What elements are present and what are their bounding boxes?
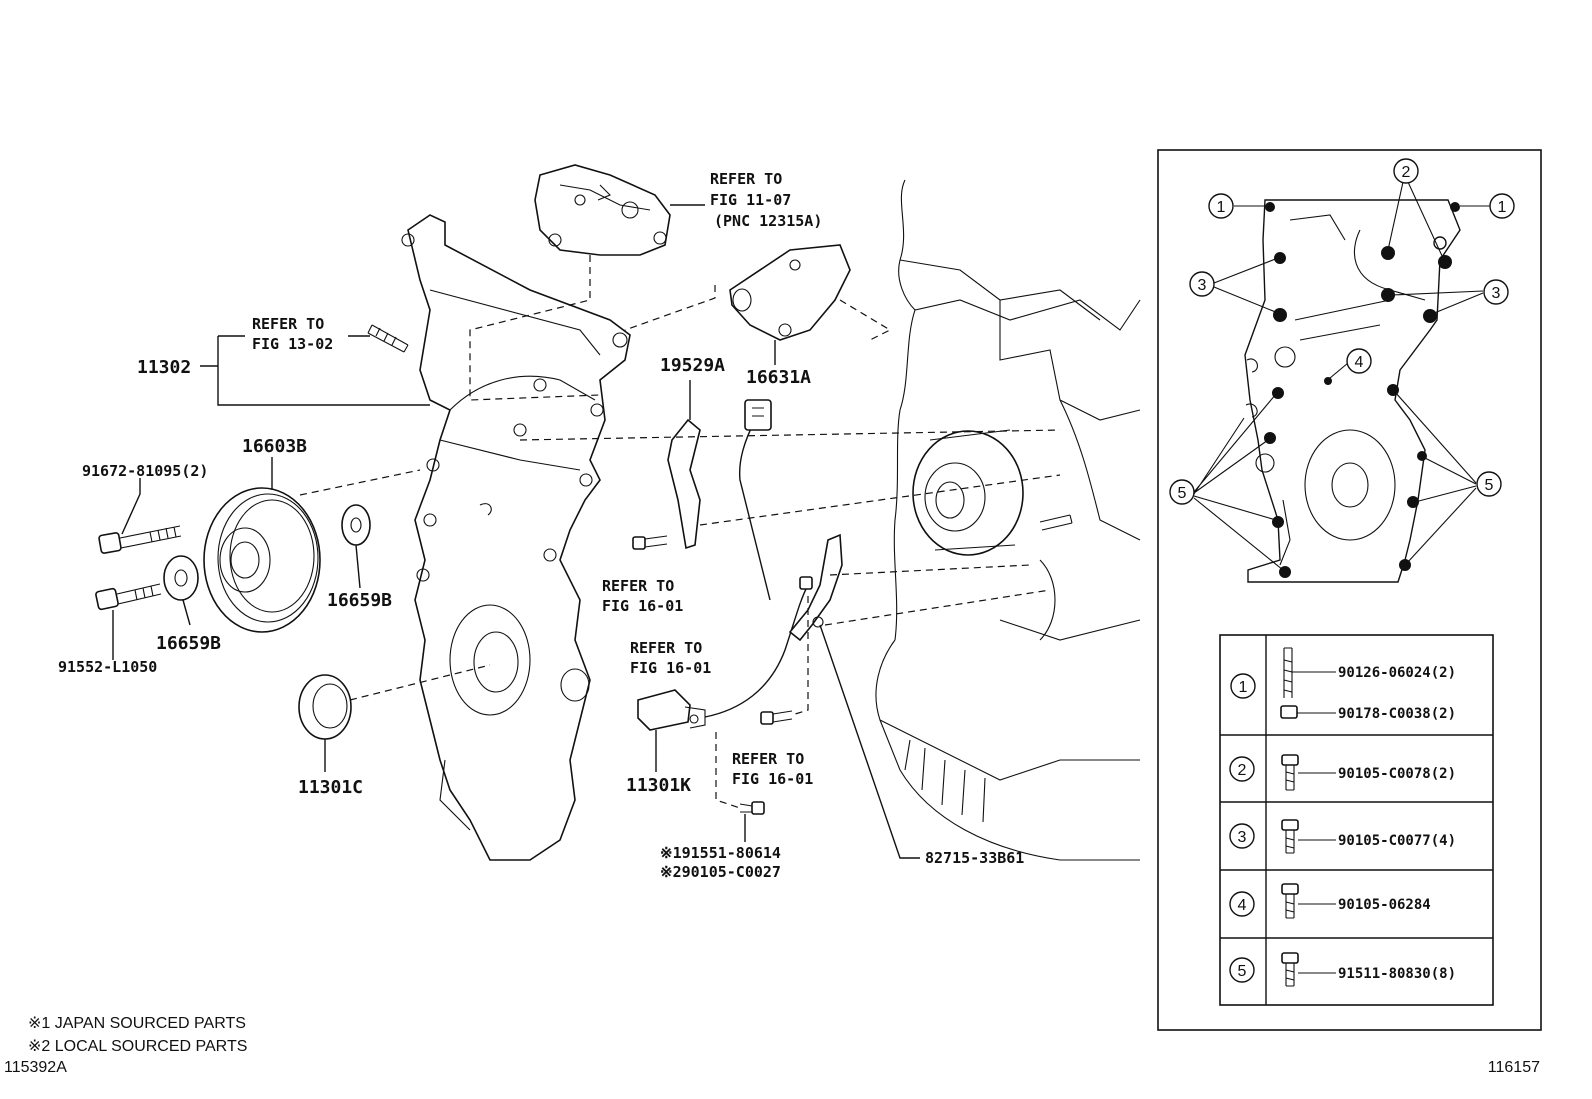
label-91551-80614: ※191551-80614 xyxy=(660,844,781,862)
row-number: 2 xyxy=(1238,762,1247,779)
small-bolt-4-drawing xyxy=(799,576,813,590)
refer-pnc: (PNC 12315A) xyxy=(714,212,822,230)
refer-fig-11-07: REFER TO FIG 11-07 (PNC 12315A) xyxy=(710,170,822,230)
row-part: 90105-C0078(2) xyxy=(1338,766,1456,782)
sensor-plate-hole xyxy=(812,616,824,628)
figure-code-right: 116157 xyxy=(1488,1059,1540,1076)
row-part: 90105-06284 xyxy=(1338,897,1431,913)
inset-marker-3-right: 3 xyxy=(1483,279,1509,305)
inset-marker-2: 2 xyxy=(1393,158,1419,184)
washer-left-hole xyxy=(174,569,188,587)
refer-fig-13-02: REFER TO FIG 13-02 xyxy=(252,315,333,353)
marker-text: 3 xyxy=(1492,285,1501,302)
label-16659B-left: 16659B xyxy=(156,633,221,654)
label-11301K: 11301K xyxy=(626,775,691,796)
row-number: 4 xyxy=(1238,897,1247,914)
refer-fig-16-01-a: REFER TO FIG 16-01 xyxy=(602,577,683,615)
inset-marker-3-left: 3 xyxy=(1189,271,1215,297)
engine-mount-bracket-drawing xyxy=(534,164,671,256)
refer-fig-16-01-c: REFER TO FIG 16-01 xyxy=(732,750,813,788)
row-part: 90105-C0077(4) xyxy=(1338,833,1456,849)
sensor-plate-drawing xyxy=(788,533,843,642)
label-11302: 11302 xyxy=(137,357,191,378)
bolt-table-row-4: 4 90105-06284 xyxy=(1229,883,1431,919)
row-part: 91511-80830(8) xyxy=(1338,966,1456,982)
label-90105-C0027: ※290105-C0027 xyxy=(660,863,781,881)
marker-text: 1 xyxy=(1217,199,1226,216)
bracket-19529A-drawing xyxy=(667,418,701,550)
bolt-table-row-5: 5 91511-80830(8) xyxy=(1229,952,1456,987)
inset-bolt-dots xyxy=(1264,202,1460,578)
refer-line: REFER TO xyxy=(710,170,782,188)
refer-fig: FIG 16-01 xyxy=(630,659,711,677)
bolt-table-row-3: 3 90105-C0077(4) xyxy=(1229,819,1456,854)
refer-line: REFER TO xyxy=(602,577,674,595)
label-16631A: 16631A xyxy=(746,367,811,388)
oil-seal-drawing xyxy=(298,674,352,740)
marker-text: 2 xyxy=(1402,164,1411,181)
bolt-table: 1 90126-06024(2) 90178-C0038(2) 2 90105-… xyxy=(1219,634,1494,1006)
crankshaft-pulley-drawing xyxy=(203,487,321,633)
inset-marker-4: 4 xyxy=(1346,348,1372,374)
marker-text: 1 xyxy=(1498,199,1507,216)
washer-right-drawing xyxy=(341,504,371,546)
figure-code-left: 115392A xyxy=(4,1059,67,1076)
note-japan-sourced: ※1 JAPAN SOURCED PARTS xyxy=(28,1015,246,1032)
row-number: 5 xyxy=(1238,963,1247,980)
label-16603B: 16603B xyxy=(242,436,307,457)
small-bolt-2-drawing xyxy=(760,710,793,725)
inset-leaders xyxy=(1193,181,1490,571)
label-16659B-right: 16659B xyxy=(327,590,392,611)
refer-fig: FIG 13-02 xyxy=(252,335,333,353)
engine-block-drawing xyxy=(875,179,1141,861)
leader-lines xyxy=(112,204,920,859)
row-number: 3 xyxy=(1238,829,1247,846)
label-82715-33B61: 82715-33B61 xyxy=(925,849,1024,867)
marker-text: 3 xyxy=(1198,277,1207,294)
stud-right-drawing xyxy=(1039,514,1073,531)
washer-right-hole xyxy=(350,517,362,533)
label-19529A: 19529A xyxy=(660,355,725,376)
label-91552-L1050: 91552-L1050 xyxy=(58,658,157,676)
small-bolt-3-drawing xyxy=(739,801,765,815)
inset-marker-5-right: 5 xyxy=(1476,471,1502,497)
small-bolt-1-drawing xyxy=(632,535,668,550)
inset-frame xyxy=(1157,149,1542,1031)
refer-line: REFER TO xyxy=(252,315,324,333)
refer-fig: FIG 16-01 xyxy=(602,597,683,615)
refer-fig: FIG 16-01 xyxy=(732,770,813,788)
assembly-lines xyxy=(299,255,1061,809)
bolt-91672-drawing xyxy=(98,525,182,554)
label-11301C: 11301C xyxy=(298,777,363,798)
refer-line: REFER TO xyxy=(630,639,702,657)
washer-left-drawing xyxy=(163,555,199,601)
inset-marker-5-left: 5 xyxy=(1169,479,1195,505)
bracket-16631A-drawing xyxy=(729,244,851,341)
row-part: 90178-C0038(2) xyxy=(1338,706,1456,722)
row-part: 90126-06024(2) xyxy=(1338,665,1456,681)
refer-line: REFER TO xyxy=(732,750,804,768)
bolt-91552-drawing xyxy=(95,583,162,611)
crank-sensor-drawing xyxy=(637,399,809,731)
timing-chain-cover-drawing xyxy=(401,214,631,861)
bolt-table-row-2: 2 90105-C0078(2) xyxy=(1229,754,1456,791)
marker-text: 4 xyxy=(1355,354,1364,371)
marker-text: 5 xyxy=(1178,485,1187,502)
refer-fig-16-01-b: REFER TO FIG 16-01 xyxy=(630,639,711,677)
label-91672-81095: 91672-81095(2) xyxy=(82,462,208,480)
row-number: 1 xyxy=(1239,679,1248,696)
inset-marker-1-left: 1 xyxy=(1208,193,1234,219)
bolt-table-row-1: 1 90126-06024(2) 90178-C0038(2) xyxy=(1230,647,1456,722)
stud-11302-drawing xyxy=(367,324,409,353)
inset-marker-1-right: 1 xyxy=(1489,193,1515,219)
refer-fig: FIG 11-07 xyxy=(710,191,791,209)
marker-text: 5 xyxy=(1485,477,1494,494)
note-local-sourced: ※2 LOCAL SOURCED PARTS xyxy=(28,1038,247,1055)
